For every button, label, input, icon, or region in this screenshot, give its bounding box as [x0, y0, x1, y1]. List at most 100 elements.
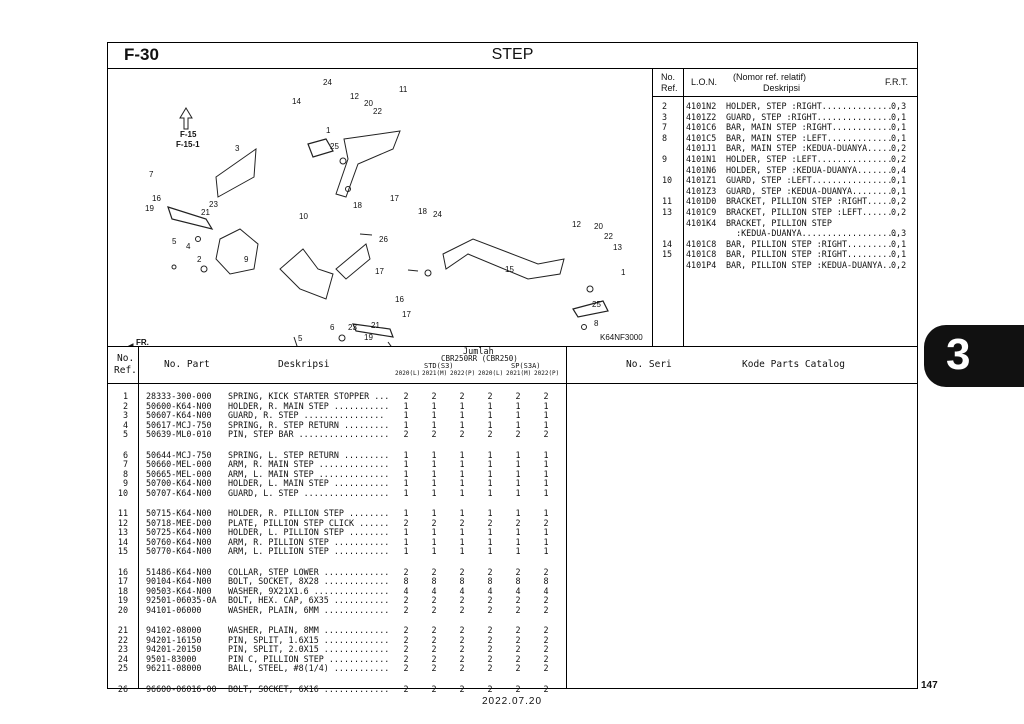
part-desc: PIN, STEP BAR .................. — [228, 429, 390, 440]
part-part: 90503-K64-N00 — [146, 585, 212, 596]
part-desc: ARM, R. PILLION STEP ........... — [228, 536, 390, 547]
part-qty: 2 — [459, 634, 465, 645]
holder-shape — [215, 228, 259, 275]
diagram-callout: 26 — [379, 235, 388, 244]
part-desc: PIN C, PILLION STEP ............ — [228, 653, 390, 664]
diagram-callout: 12 — [572, 220, 581, 229]
lon-desc: BRACKET, PILLION STEP :LEFT...... — [726, 207, 893, 217]
part-qty: 8 — [403, 576, 409, 587]
part-ref: 24 — [117, 653, 128, 664]
part-qty: 2 — [543, 683, 549, 694]
pillion-left-bar-shape — [572, 300, 609, 318]
part-qty: 2 — [403, 644, 409, 655]
part-qty: 1 — [543, 508, 549, 518]
part-part: 50617-MCJ-750 — [146, 419, 212, 430]
part-part: 94101-06000 — [146, 604, 202, 615]
part-qty: 1 — [403, 508, 409, 518]
pillion-bar-shape — [307, 138, 334, 158]
lon-lon: 4101N6 — [686, 164, 717, 175]
part-qty: 2 — [459, 653, 465, 664]
lon-header: No. Ref. L.O.N. (Nomor ref. relatif) Des… — [653, 69, 917, 97]
col-divider — [138, 347, 139, 688]
diagram-callout: 15 — [505, 265, 514, 274]
part-qty: 2 — [515, 595, 521, 606]
part-desc: WASHER, 9X21X1.6 ............... — [228, 585, 390, 596]
diagram-callout: 7 — [149, 170, 154, 179]
part-qty: 2 — [487, 644, 493, 655]
lon-desc: BRACKET, PILLION STEP — [726, 217, 832, 228]
header-ref: Ref. — [114, 365, 137, 376]
part-ref: 20 — [117, 604, 128, 615]
part-qty: 2 — [487, 391, 493, 401]
part-qty: 1 — [515, 468, 521, 479]
part-qty: 1 — [431, 400, 437, 411]
part-qty: 1 — [543, 419, 549, 430]
diagram-callout: 22 — [373, 107, 382, 116]
part-qty: 2 — [403, 604, 409, 615]
part-desc: ARM, L. MAIN STEP .............. — [228, 468, 390, 479]
lon-divider — [683, 69, 684, 346]
lon-header-ref: Ref. — [661, 83, 678, 93]
header-year: 2021(M) — [506, 370, 532, 377]
header-year: 2021(M) — [422, 370, 448, 377]
part-qty: 8 — [543, 576, 549, 587]
lon-frt: 0,3 — [891, 228, 907, 239]
part-qty: 2 — [431, 644, 437, 655]
part-qty: 2 — [515, 517, 521, 528]
diagram-callout: 19 — [364, 333, 373, 342]
part-part: 50707-K64-N00 — [146, 487, 212, 498]
lon-lon: 4101K4 — [686, 217, 717, 228]
part-qty: 1 — [515, 527, 521, 538]
diagram-code: K64NF3000 — [600, 333, 643, 342]
part-desc: ARM, R. MAIN STEP .............. — [228, 459, 390, 470]
part-qty: 8 — [459, 576, 465, 587]
part-part: 92501-06035-0A — [146, 595, 217, 606]
lon-lon: 4101Z2 — [686, 111, 717, 122]
part-qty: 4 — [515, 585, 521, 596]
lon-desc: :KEDUA-DUANYA................... — [726, 228, 898, 239]
part-ref: 11 — [117, 508, 128, 518]
part-qty: 2 — [515, 653, 521, 664]
part-part: 50760-K64-N00 — [146, 536, 212, 547]
part-qty: 1 — [459, 459, 465, 470]
lon-row: :KEDUA-DUANYA...................0,3 — [653, 228, 917, 238]
lon-header-desc: Deskripsi — [763, 83, 801, 93]
fr-label: FR. — [136, 338, 149, 346]
part-qty: 1 — [515, 508, 521, 518]
page-frame: F-30 STEP — [107, 42, 918, 694]
diagram-callout: 4 — [186, 242, 191, 251]
part-qty: 1 — [431, 546, 437, 557]
part-qty: 1 — [543, 449, 549, 460]
header-model: CBR250RR (CBR250) — [441, 354, 518, 363]
lon-frt: 0,2 — [891, 260, 907, 270]
diagram-callout: 3 — [235, 144, 240, 153]
diagram-callout: 20 — [364, 99, 373, 108]
part-part: 50660-MEL-000 — [146, 459, 212, 470]
part-qty: 2 — [543, 517, 549, 528]
part-part: 50715-K64-N00 — [146, 508, 212, 518]
lon-frt: 0,1 — [891, 249, 907, 260]
header-seri: No. Seri — [626, 359, 672, 370]
lon-lon: 4101Z1 — [686, 175, 717, 186]
part-qty: 1 — [459, 400, 465, 411]
lon-frt: 0,2 — [891, 207, 907, 217]
part-part: 96600-06016-00 — [146, 683, 217, 694]
part-desc: BOLT, SOCKET, 8X28 ............. — [228, 576, 390, 587]
part-qty: 4 — [459, 585, 465, 596]
part-qty: 2 — [543, 625, 549, 635]
part-ref: 14 — [117, 536, 128, 547]
part-qty: 1 — [431, 419, 437, 430]
part-part: 51486-K64-N00 — [146, 566, 212, 577]
header-part: No. Part — [164, 359, 210, 370]
part-part: 50665-MEL-000 — [146, 468, 212, 479]
part-qty: 1 — [403, 487, 409, 498]
